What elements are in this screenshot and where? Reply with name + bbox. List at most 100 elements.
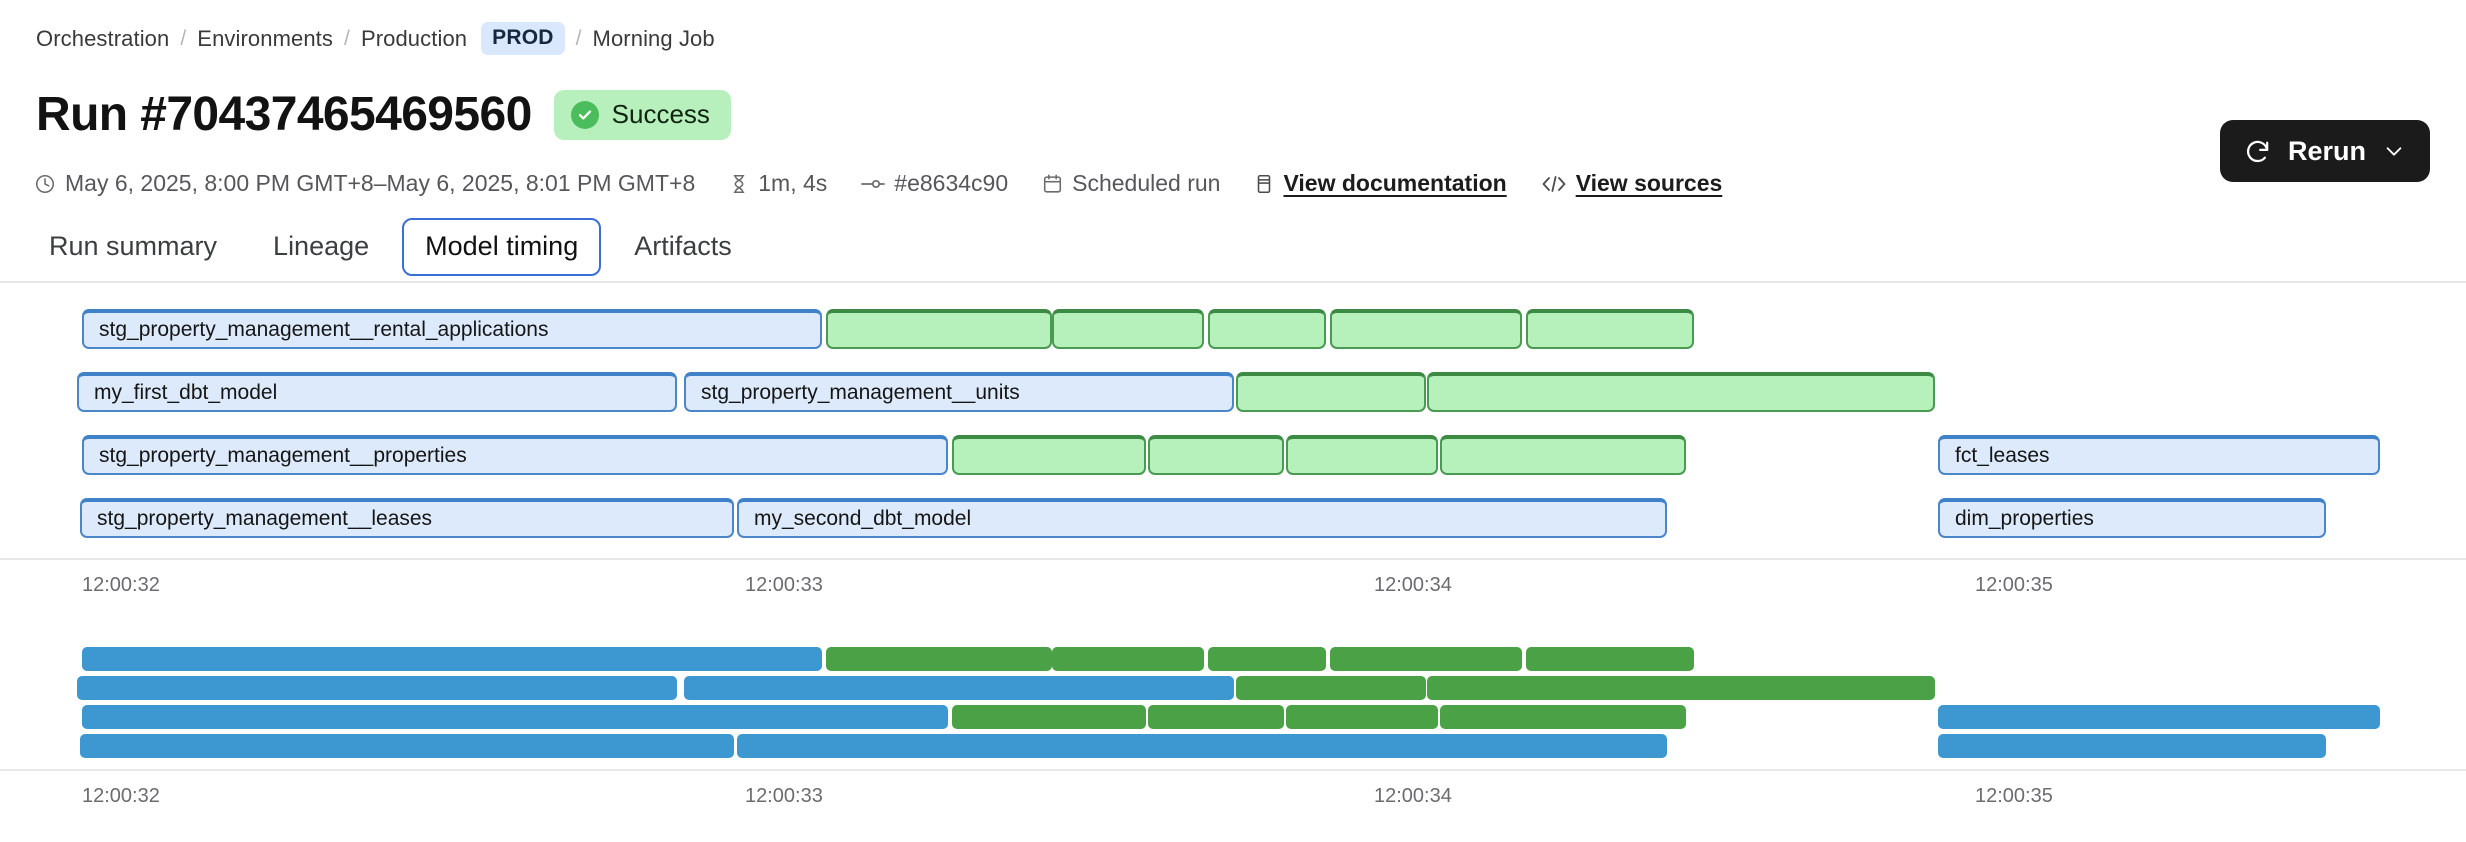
book-icon (1254, 173, 1274, 195)
overview-bar[interactable] (82, 705, 948, 729)
page-title: Run #70437465469560 (36, 88, 532, 141)
axis-tick-label: 12:00:34 (1374, 574, 1452, 596)
overview-axis-tick-label: 12:00:34 (1374, 785, 1452, 807)
breadcrumb: Orchestration / Environments / Production PRO… (36, 22, 715, 55)
overview-bar[interactable] (684, 676, 1234, 700)
gantt-bar-test-step[interactable] (1148, 435, 1284, 475)
tab-lineage[interactable]: Lineage (273, 231, 370, 261)
status-label: Success (611, 99, 710, 130)
gantt-bar-test-step[interactable] (952, 435, 1146, 475)
gantt-bar-label: my_second_dbt_model (754, 507, 972, 530)
rerun-button[interactable]: Rerun (2219, 120, 2430, 182)
overview-bar[interactable] (1052, 647, 1204, 671)
breadcrumb-item-orchestration[interactable]: Orchestration (36, 25, 170, 51)
breadcrumb-separator: / (180, 26, 187, 50)
overview-bar[interactable] (826, 647, 1052, 671)
overview-row (0, 703, 2466, 732)
overview-axis-tick-label: 12:00:32 (82, 785, 160, 807)
overview-bar[interactable] (80, 734, 734, 758)
gantt-bar-test-step[interactable] (1236, 372, 1426, 412)
gantt-row: stg_property_management__leases my_second… (0, 489, 2466, 552)
gantt-bar-stg_property_management__leases[interactable]: stg_property_management__leases (80, 498, 734, 538)
run-metadata: May 6, 2025, 8:00 PM GMT+8–May 6, 2025, … (34, 170, 1756, 197)
overview-axis-tick-label: 12:00:35 (1975, 785, 2053, 807)
overview-bar[interactable] (1148, 705, 1284, 729)
gantt-bar-label: stg_property_management__properties (99, 444, 467, 467)
overview-bar[interactable] (1236, 676, 1426, 700)
meta-commit-label: #e8634c90 (894, 170, 1009, 196)
git-commit-icon (861, 174, 886, 194)
view-sources-link[interactable]: View sources (1575, 170, 1723, 196)
gantt-bar-test-step[interactable] (1427, 372, 1935, 412)
gantt-bar-stg_property_management__units[interactable]: stg_property_management__units (684, 372, 1234, 412)
model-timing-overview: 12:00:32 12:00:33 12:00:34 12:00:35 (0, 645, 2466, 815)
gantt-row: my_first_dbt_model stg_property_managemen… (0, 363, 2466, 426)
gantt-bar-my_second_dbt_model[interactable]: my_second_dbt_model (737, 498, 1667, 538)
axis-tick-label: 12:00:33 (745, 574, 823, 596)
breadcrumb-item-environments[interactable]: Environments (197, 25, 333, 51)
gantt-bar-test-step[interactable] (826, 309, 1052, 349)
hourglass-icon (729, 173, 749, 195)
breadcrumb-item-production[interactable]: Production (360, 25, 468, 51)
calendar-icon (1042, 173, 1063, 195)
gantt-bar-stg_property_management__rental_applications[interactable]: stg_property_management__rental_applicat… (82, 309, 822, 349)
gantt-bar-fct_leases[interactable]: fct_leases (1938, 435, 2380, 475)
rerun-label: Rerun (2287, 135, 2366, 166)
overview-bar[interactable] (737, 734, 1667, 758)
breadcrumb-badge-prod[interactable]: PROD (481, 22, 565, 55)
overview-bar[interactable] (1440, 705, 1686, 729)
overview-bar[interactable] (1938, 705, 2380, 729)
gantt-bar-label: stg_property_management__rental_applicat… (99, 318, 549, 341)
model-timing-gantt: stg_property_management__rental_applicat… (0, 300, 2466, 604)
gantt-bar-test-step[interactable] (1330, 309, 1522, 349)
rerun-icon (2244, 138, 2271, 165)
overview-bar[interactable] (77, 676, 677, 700)
gantt-bar-label: stg_property_management__units (701, 381, 1020, 404)
overview-row (0, 645, 2466, 674)
gantt-bar-stg_property_management__properties[interactable]: stg_property_management__properties (82, 435, 948, 475)
gantt-bar-dim_properties[interactable]: dim_properties (1938, 498, 2326, 538)
overview-time-axis: 12:00:32 12:00:33 12:00:34 12:00:35 (0, 769, 2466, 815)
breadcrumb-separator: / (575, 26, 582, 50)
overview-bar[interactable] (1427, 676, 1935, 700)
code-icon (1541, 174, 1567, 194)
meta-duration: 1m, 4s (729, 170, 827, 197)
meta-sources[interactable]: View sources (1541, 170, 1723, 197)
gantt-bar-test-step[interactable] (1526, 309, 1694, 349)
meta-duration-label: 1m, 4s (758, 170, 828, 196)
meta-timerange-label: May 6, 2025, 8:00 PM GMT+8–May 6, 2025, … (65, 170, 696, 196)
tab-model-timing[interactable]: Model timing (402, 218, 602, 276)
gantt-bar-label: my_first_dbt_model (94, 381, 278, 404)
overview-bar[interactable] (1286, 705, 1438, 729)
overview-bar[interactable] (952, 705, 1146, 729)
tab-run-summary[interactable]: Run summary (49, 231, 218, 261)
overview-bar[interactable] (82, 647, 822, 671)
gantt-row: stg_property_management__rental_applicat… (0, 300, 2466, 363)
tab-artifacts[interactable]: Artifacts (634, 231, 732, 261)
overview-bar[interactable] (1330, 647, 1522, 671)
tab-bar: Run summary Lineage Model timing Artifacts (26, 218, 765, 276)
gantt-bar-test-step[interactable] (1440, 435, 1686, 475)
gantt-bar-test-step[interactable] (1052, 309, 1204, 349)
meta-trigger: Scheduled run (1042, 170, 1220, 197)
overview-row (0, 732, 2466, 761)
overview-bar[interactable] (1208, 647, 1326, 671)
overview-bar[interactable] (1938, 734, 2326, 758)
gantt-bar-test-step[interactable] (1286, 435, 1438, 475)
breadcrumb-item-morning-job[interactable]: Morning Job (592, 25, 715, 51)
meta-timerange: May 6, 2025, 8:00 PM GMT+8–May 6, 2025, … (34, 170, 695, 197)
view-documentation-link[interactable]: View documentation (1283, 170, 1507, 196)
chevron-down-icon[interactable] (2383, 140, 2405, 162)
gantt-bar-my_first_dbt_model[interactable]: my_first_dbt_model (77, 372, 677, 412)
gantt-bar-label: dim_properties (1955, 507, 2094, 530)
axis-tick-label: 12:00:32 (82, 574, 160, 596)
gantt-bar-test-step[interactable] (1208, 309, 1326, 349)
meta-trigger-label: Scheduled run (1072, 170, 1221, 196)
overview-bar[interactable] (1526, 647, 1694, 671)
breadcrumb-separator: / (344, 26, 350, 50)
gantt-row: stg_property_management__properties fct_l… (0, 426, 2466, 489)
overview-axis-tick-label: 12:00:33 (745, 785, 823, 807)
title-row: Run #70437465469560 Success (36, 88, 731, 141)
meta-documentation[interactable]: View documentation (1254, 170, 1507, 197)
